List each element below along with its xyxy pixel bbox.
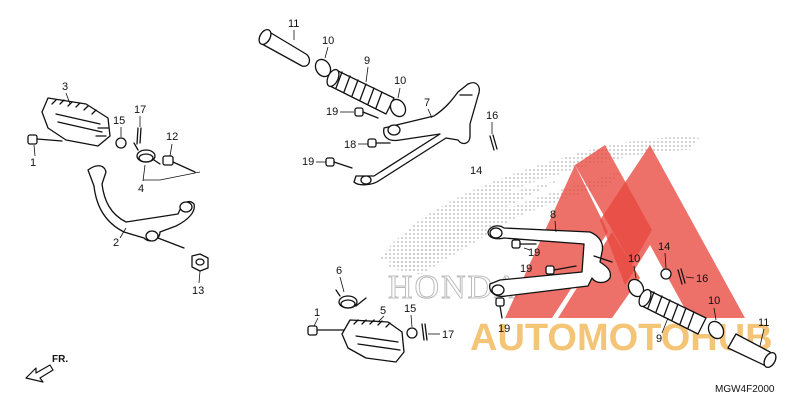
label-15: 15 xyxy=(113,115,125,127)
bolt-12 xyxy=(162,155,196,173)
label-19: 19 xyxy=(302,156,314,168)
watermark-text: AUTOMOTOHUB xyxy=(470,317,773,359)
label-1: 1 xyxy=(314,307,320,319)
pin-16-right xyxy=(677,268,686,285)
label-3: 3 xyxy=(62,81,68,93)
label-18: 18 xyxy=(344,139,356,151)
bolt-19-top-b xyxy=(325,157,353,169)
front-direction-arrow-icon xyxy=(25,364,54,383)
bolt-19-right-a xyxy=(511,239,537,249)
diagram-code: MGW4F2000 xyxy=(715,384,775,395)
label-10: 10 xyxy=(322,35,334,47)
label-10: 10 xyxy=(628,253,640,265)
label-1: 1 xyxy=(30,157,36,169)
label-14: 14 xyxy=(470,165,482,177)
label-10: 10 xyxy=(394,75,406,87)
label-2: 2 xyxy=(113,237,119,249)
label-14: 14 xyxy=(658,241,670,253)
front-direction-label: FR. xyxy=(52,354,68,365)
bolt-right xyxy=(545,265,577,275)
label-11: 11 xyxy=(758,317,769,329)
label-8: 8 xyxy=(550,209,556,221)
label-9: 9 xyxy=(656,333,662,345)
spring-4 xyxy=(133,142,161,165)
label-17: 17 xyxy=(442,329,454,341)
label-19: 19 xyxy=(498,323,510,335)
washer-10-top-b xyxy=(389,98,407,118)
label-9: 9 xyxy=(364,55,370,67)
footpeg-3-left xyxy=(41,97,111,147)
cotter-pin-17-left xyxy=(136,127,142,145)
label-12: 12 xyxy=(166,131,178,143)
label-19: 19 xyxy=(520,263,532,275)
bracket-2 xyxy=(87,165,195,249)
washer-10-right-b xyxy=(707,320,725,340)
label-16: 16 xyxy=(696,273,708,285)
footpeg-rubber-9-right xyxy=(638,288,707,335)
label-15: 15 xyxy=(404,303,416,315)
nut-13 xyxy=(191,253,209,272)
bolt-1-left xyxy=(27,134,63,145)
washer-15-right xyxy=(406,327,418,339)
washer-15-left xyxy=(115,137,127,149)
label-19: 19 xyxy=(326,106,338,118)
bolt-19-top-a xyxy=(354,107,379,119)
spring-6 xyxy=(335,289,367,309)
bolt-18 xyxy=(367,138,391,148)
label-17: 17 xyxy=(134,104,146,116)
label-11: 11 xyxy=(288,18,299,30)
pin-16-top xyxy=(489,134,498,151)
label-16: 16 xyxy=(486,110,498,122)
footpeg-rubber-9-top xyxy=(326,68,395,115)
grip-end-11-right xyxy=(727,333,777,369)
grip-end-11-top xyxy=(258,28,311,67)
washer-14-right xyxy=(660,268,672,280)
label-6: 6 xyxy=(336,265,342,277)
label-4: 4 xyxy=(138,183,144,195)
label-5: 5 xyxy=(380,305,386,317)
washer-10-top-a xyxy=(314,58,332,78)
label-19: 19 xyxy=(528,247,540,259)
bracket-8 xyxy=(487,225,613,298)
cotter-pin-17-right xyxy=(421,323,428,341)
label-7: 7 xyxy=(424,97,430,109)
footpeg-5-right xyxy=(341,319,405,363)
label-10: 10 xyxy=(708,295,720,307)
bolt-19-right-b xyxy=(495,297,505,319)
label-13: 13 xyxy=(192,285,204,297)
bolt-1-right xyxy=(307,325,345,336)
bracket-7 xyxy=(353,82,480,186)
